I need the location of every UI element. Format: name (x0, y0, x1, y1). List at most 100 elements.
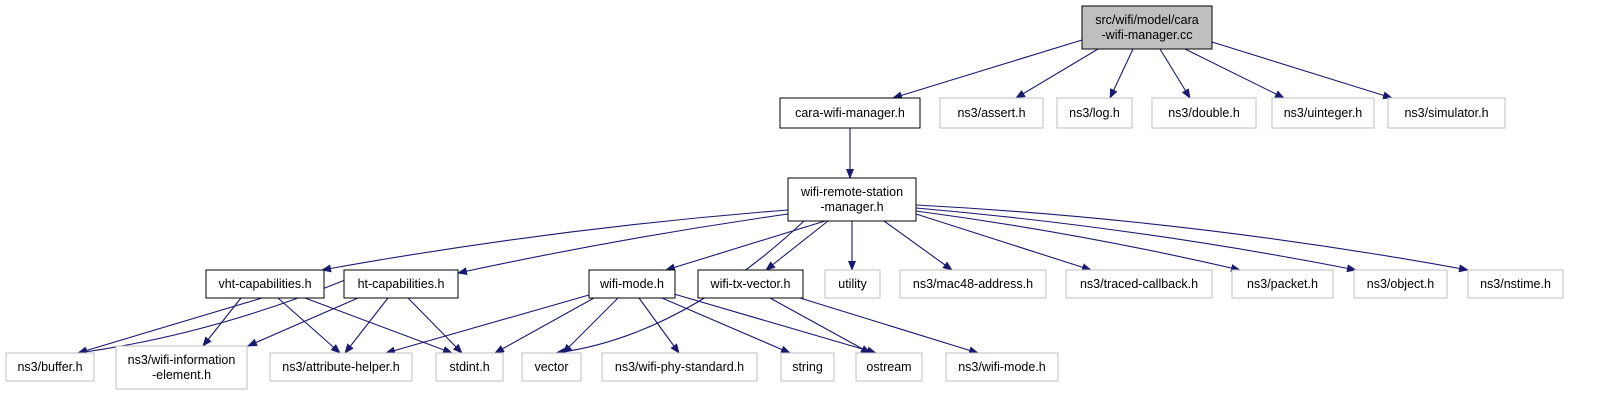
nodes-layer: src/wifi/model/cara-wifi-manager.cc cara-… (5, 5, 1564, 390)
node-ostream: ostream (855, 352, 923, 382)
node-vht[interactable]: vht-capabilities.h (205, 269, 325, 299)
node-label: -element.h (152, 368, 211, 382)
node-label: ns3/wifi-mode.h (958, 360, 1046, 374)
node-box (824, 269, 881, 299)
node-vector: vector (521, 352, 582, 382)
edge-wrsm-to-ht (457, 213, 789, 276)
node-ht[interactable]: ht-capabilities.h (343, 269, 459, 299)
edge-wmode-to-stdint (494, 297, 595, 354)
node-box (787, 177, 917, 222)
node-box (601, 352, 758, 382)
edge-wrsm-to-object (915, 207, 1357, 273)
edge-wrsm-to-packet (915, 210, 1241, 272)
node-wrsm[interactable]: wifi-remote-station-manager.h (787, 177, 917, 222)
node-mac48: ns3/mac48-address.h (899, 269, 1047, 299)
node-label: ns3/mac48-address.h (913, 277, 1033, 291)
node-label: vht-capabilities.h (218, 277, 311, 291)
node-uinteger: ns3/uinteger.h (1271, 97, 1375, 129)
node-label: stdint.h (449, 360, 489, 374)
edge-ht-to-attr (344, 297, 389, 354)
edge-ht-to-wie (247, 297, 359, 347)
node-label: -manager.h (820, 200, 883, 214)
node-label: ns3/buffer.h (17, 360, 82, 374)
node-string: string (780, 352, 835, 382)
node-box (779, 97, 921, 129)
node-nstime: ns3/nstime.h (1467, 269, 1564, 299)
node-label: wifi-tx-vector.h (710, 277, 791, 291)
node-simulator: ns3/simulator.h (1387, 97, 1506, 129)
node-box (697, 269, 804, 299)
edge-root-to-uinteger (1184, 48, 1285, 99)
node-label: -wifi-manager.cc (1102, 28, 1193, 42)
node-box (1081, 5, 1213, 50)
node-box (588, 269, 676, 299)
node-attr: ns3/attribute-helper.h (269, 352, 413, 382)
edge-wmode-to-string (661, 297, 791, 354)
node-label: ns3/double.h (1168, 106, 1240, 120)
node-box (780, 352, 835, 382)
edge-root-to-double (1159, 48, 1191, 99)
node-box (115, 345, 248, 390)
node-box (939, 97, 1044, 129)
edge-vht-to-wie (202, 297, 242, 347)
node-assert: ns3/assert.h (939, 97, 1044, 129)
node-label: src/wifi/model/cara (1095, 13, 1199, 27)
node-label: ns3/object.h (1367, 277, 1434, 291)
node-packet: ns3/packet.h (1231, 269, 1334, 299)
node-box (855, 352, 923, 382)
edge-root-to-assert (1015, 48, 1099, 99)
node-box (1056, 97, 1133, 129)
edge-vht-to-buffer (77, 297, 263, 355)
node-wtx[interactable]: wifi-tx-vector.h (697, 269, 804, 299)
edge-wrsm-to-vht (321, 209, 789, 273)
node-buffer: ns3/buffer.h (5, 352, 95, 382)
edge-ht-to-stdint (407, 297, 463, 354)
node-wmode3: ns3/wifi-mode.h (945, 352, 1059, 382)
edge-vht-to-attr (277, 297, 341, 354)
edge-wrsm-to-wmode (665, 220, 826, 272)
node-root[interactable]: src/wifi/model/cara-wifi-manager.cc (1081, 5, 1213, 50)
edge-wrsm-to-nstime (915, 204, 1469, 273)
node-label: ostream (866, 360, 911, 374)
node-label: ns3/assert.h (957, 106, 1025, 120)
node-label: vector (534, 360, 568, 374)
node-object: ns3/object.h (1353, 269, 1448, 299)
node-box (435, 352, 504, 382)
node-wmode[interactable]: wifi-mode.h (588, 269, 676, 299)
node-label: ns3/log.h (1069, 106, 1120, 120)
node-box (205, 269, 325, 299)
edge-wmode-to-attr (385, 294, 590, 355)
node-label: cara-wifi-manager.h (795, 106, 905, 120)
node-box (1387, 97, 1506, 129)
node-label: ns3/wifi-phy-standard.h (615, 360, 744, 374)
node-box (1065, 269, 1213, 299)
node-cara[interactable]: cara-wifi-manager.h (779, 97, 921, 129)
edges-layer (77, 39, 1469, 356)
node-label: ns3/attribute-helper.h (282, 360, 399, 374)
node-label: wifi-mode.h (599, 277, 664, 291)
node-label: utility (838, 277, 867, 291)
node-traced: ns3/traced-callback.h (1065, 269, 1213, 299)
edge-wrsm-to-traced (915, 213, 1092, 272)
node-box (343, 269, 459, 299)
node-box (521, 352, 582, 382)
node-label: ns3/traced-callback.h (1080, 277, 1198, 291)
node-box (1271, 97, 1375, 129)
edge-wtx-to-wmode3 (799, 297, 979, 355)
node-label: ns3/uinteger.h (1284, 106, 1363, 120)
node-label: ns3/nstime.h (1480, 277, 1551, 291)
edge-root-to-cara (892, 39, 1083, 100)
edge-wmode-to-vector (562, 297, 619, 354)
node-box (945, 352, 1059, 382)
edge-wmode-to-phystd (638, 297, 680, 354)
edge-root-to-log (1109, 48, 1134, 99)
node-box (1353, 269, 1448, 299)
node-box (899, 269, 1047, 299)
node-utility: utility (824, 269, 881, 299)
node-double: ns3/double.h (1151, 97, 1257, 129)
node-stdint: stdint.h (435, 352, 504, 382)
node-box (1467, 269, 1564, 299)
node-label: wifi-remote-station (800, 185, 903, 199)
node-box (5, 352, 95, 382)
